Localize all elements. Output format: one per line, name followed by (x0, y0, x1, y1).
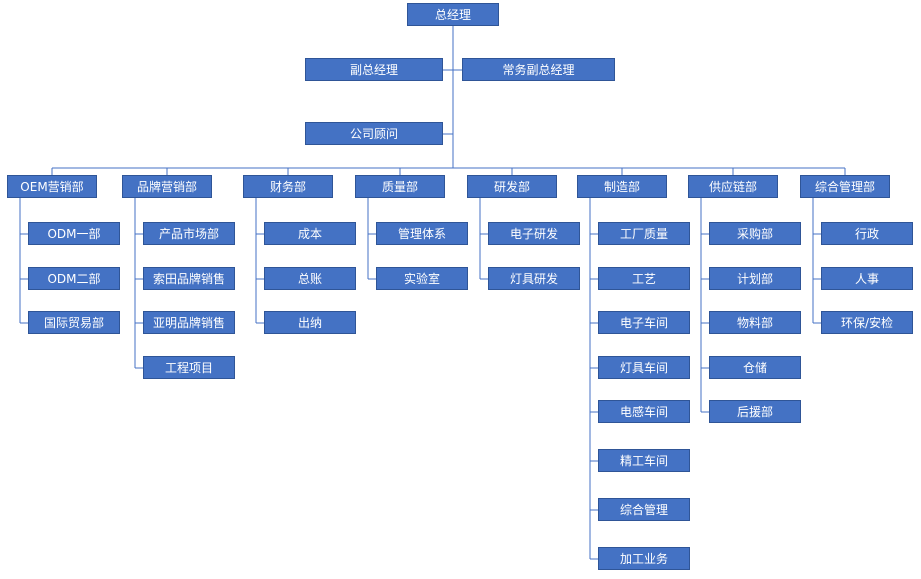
dept-brand-marketing: 品牌营销部 (122, 175, 212, 198)
node-international-trade: 国际贸易部 (28, 311, 120, 334)
node-cashier: 出纳 (264, 311, 356, 334)
node-purchasing: 采购部 (709, 222, 801, 245)
node-laboratory: 实验室 (376, 267, 468, 290)
dept-rnd-connectors (479, 198, 488, 280)
dept-quality-connectors (367, 198, 376, 280)
node-precision-workshop: 精工车间 (598, 449, 690, 472)
node-engineering-projects: 工程项目 (143, 356, 235, 379)
node-process: 工艺 (598, 267, 690, 290)
dept-general-admin: 综合管理部 (800, 175, 890, 198)
dept-rnd: 研发部 (467, 175, 557, 198)
node-general-ledger: 总账 (264, 267, 356, 290)
node-general-manager: 总经理 (407, 3, 499, 26)
dept-supply-chain: 供应链部 (688, 175, 778, 198)
node-processing-business: 加工业务 (598, 547, 690, 570)
node-company-advisor: 公司顾问 (305, 122, 443, 145)
node-management-system: 管理体系 (376, 222, 468, 245)
node-materials: 物料部 (709, 311, 801, 334)
node-general-management: 综合管理 (598, 498, 690, 521)
node-environment-safety: 环保/安检 (821, 311, 913, 334)
dept-supply-chain-connectors (700, 198, 709, 413)
dept-finance-connectors (255, 198, 264, 324)
node-factory-quality: 工厂质量 (598, 222, 690, 245)
dept-quality: 质量部 (355, 175, 445, 198)
node-executive-deputy-general-manager: 常务副总经理 (462, 58, 615, 81)
node-deputy-general-manager: 副总经理 (305, 58, 443, 81)
dept-oem-connectors (19, 198, 28, 324)
dept-manufacturing-connectors (589, 198, 598, 560)
node-lamp-workshop: 灯具车间 (598, 356, 690, 379)
node-electronics-rnd: 电子研发 (488, 222, 580, 245)
node-planning: 计划部 (709, 267, 801, 290)
node-cost: 成本 (264, 222, 356, 245)
node-electronics-workshop: 电子车间 (598, 311, 690, 334)
dept-finance: 财务部 (243, 175, 333, 198)
node-odm-2: ODM二部 (28, 267, 120, 290)
node-suotian-brand-sales: 索田品牌销售 (143, 267, 235, 290)
node-odm-1: ODM一部 (28, 222, 120, 245)
node-product-market: 产品市场部 (143, 222, 235, 245)
node-lighting-rnd: 灯具研发 (488, 267, 580, 290)
dept-oem-marketing: OEM营销部 (7, 175, 97, 198)
node-support: 后援部 (709, 400, 801, 423)
node-yaming-brand-sales: 亚明品牌销售 (143, 311, 235, 334)
node-warehouse: 仓储 (709, 356, 801, 379)
top-connectors (51, 26, 846, 175)
node-hr: 人事 (821, 267, 913, 290)
dept-manufacturing: 制造部 (577, 175, 667, 198)
dept-general-admin-connectors (812, 198, 821, 324)
node-admin: 行政 (821, 222, 913, 245)
node-inductor-workshop: 电感车间 (598, 400, 690, 423)
dept-brand-connectors (134, 198, 143, 369)
